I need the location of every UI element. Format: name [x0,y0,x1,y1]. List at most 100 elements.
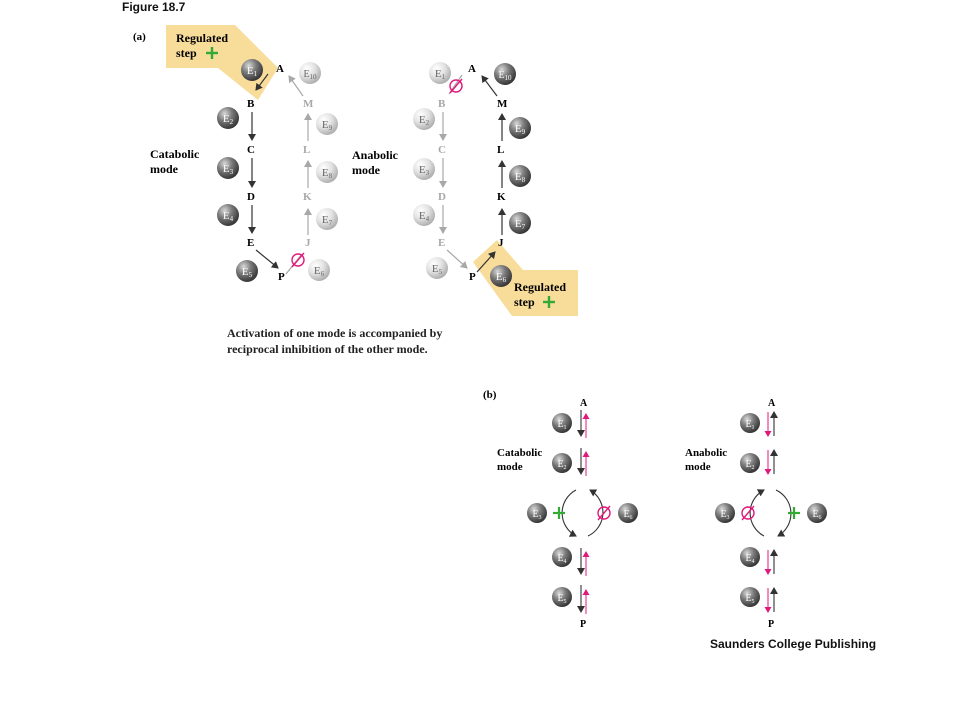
svg-text:E2: E2 [745,459,754,471]
b-metabolite-a: A [580,398,588,409]
svg-text:E1: E1 [247,65,258,78]
metabolite-m: M [303,98,314,110]
metabolite-e: E [247,237,254,249]
enzyme-e4-right: E4 [413,204,435,226]
figure-title: Figure 18.7 [122,0,186,14]
enzyme-e4: E4 [217,204,239,226]
svg-text:E2: E2 [557,459,566,471]
enzyme-e5: E5 [236,260,258,282]
b-enzyme-e6-right: E6 [807,503,827,523]
caption-line-1: Activation of one mode is accompanied by [227,326,443,340]
enzyme-e3: E3 [217,157,239,179]
publisher-credit: Saunders College Publishing [710,637,877,651]
metabolite-d: D [247,191,255,203]
enzyme-e2-right: E2 [413,108,435,130]
panel-a-label: (a) [133,31,146,43]
svg-text:E6: E6 [812,509,821,521]
enzyme-e1: E1 [241,59,263,81]
b-catabolic-mode-label: Catabolic [497,447,542,459]
enzyme-e5-right: E5 [426,257,448,279]
b-catabolic-mode-sublabel: mode [497,461,523,473]
b-anabolic-mode-label: Anabolic [685,447,727,459]
b-activator-plus-icon [553,507,565,519]
b-metabolite-p: P [580,619,586,630]
metabolite-a-right: A [468,63,476,75]
svg-text:E4: E4 [223,210,234,223]
regulated-step-highlight [166,25,278,100]
svg-text:E3: E3 [532,509,541,521]
enzyme-e10: E10 [299,62,321,84]
anabolic-mode-sublabel: mode [352,163,381,177]
b-enzyme-e4: E4 [552,547,572,567]
svg-text:E9: E9 [322,119,333,132]
arrow-p-to-j-right [476,251,496,273]
regulated-label: Regulated [176,31,228,45]
enzyme-e8-right: E8 [509,165,531,187]
arrow-e-to-p [255,249,279,269]
activator-plus-icon-right [543,296,555,308]
svg-text:E8: E8 [515,171,526,184]
metabolite-b-right: B [438,98,446,110]
svg-text:E4: E4 [745,553,754,565]
b-anabolic-mode-sublabel: mode [685,461,711,473]
svg-text:E5: E5 [745,593,754,605]
svg-text:E9: E9 [515,123,526,136]
svg-text:E7: E7 [515,218,526,231]
b-enzyme-e1: E1 [552,413,572,433]
b-enzyme-e1-right: E1 [740,413,760,433]
metabolite-p: P [278,271,285,283]
anabolic-mode-label: Anabolic [352,148,399,162]
b-enzyme-e4-right: E4 [740,547,760,567]
metabolite-j-right: J [498,237,504,249]
catabolic-mode-sublabel: mode [150,162,179,176]
svg-text:E2: E2 [419,114,430,127]
svg-text:E4: E4 [557,553,566,565]
svg-text:E6: E6 [496,271,507,284]
b-enzyme-e3: E3 [527,503,547,523]
svg-text:E3: E3 [223,163,234,176]
figure-caption: Activation of one mode is accompanied by… [227,325,442,357]
metabolite-b: B [247,98,255,110]
svg-text:E6: E6 [623,509,632,521]
metabolite-p-right: P [469,271,476,283]
panel-b-label: (b) [483,389,497,401]
b-inhibitor-null-icon [597,505,611,521]
regulated-step-highlight-right [473,240,578,316]
svg-text:E3: E3 [419,164,430,177]
b-anabolic-arrows [749,411,792,613]
metabolite-a: A [276,63,284,75]
catabolic-mode-label: Catabolic [150,147,200,161]
caption-line-2: reciprocal inhibition of the other mode. [227,342,428,356]
svg-text:E1: E1 [435,68,446,81]
enzyme-e8: E8 [316,161,338,183]
enzyme-e2: E2 [217,107,239,129]
arrow-a-to-b [255,73,269,91]
svg-text:E3: E3 [720,509,729,521]
svg-text:E8: E8 [322,167,333,180]
b-enzyme-e3-right: E3 [715,503,735,523]
enzyme-e1-right: E1 [429,62,451,84]
arrow-e-to-p-right [446,249,468,269]
regulated-label-right: Regulated [514,280,566,294]
inhibitor-null-icon-right [449,78,463,94]
metabolite-l: L [303,144,310,156]
b-activator-plus-icon-right [788,507,800,519]
b-enzyme-e2-right: E2 [740,453,760,473]
enzyme-e9-right: E9 [509,117,531,139]
enzyme-e6: E6 [308,259,330,281]
svg-text:E2: E2 [223,113,234,126]
enzyme-e7: E7 [316,208,338,230]
svg-text:E6: E6 [314,265,325,278]
step-label: step [176,46,197,60]
inhibitor-null-icon [291,252,305,268]
b-enzyme-e2: E2 [552,453,572,473]
b-catabolic-arrows [561,410,604,614]
metabolite-c-right: C [438,144,446,156]
metabolite-k-right: K [497,191,506,203]
b-enzyme-e5: E5 [552,587,572,607]
metabolite-j: J [305,237,311,249]
svg-text:E5: E5 [557,593,566,605]
activator-plus-icon [206,47,218,59]
